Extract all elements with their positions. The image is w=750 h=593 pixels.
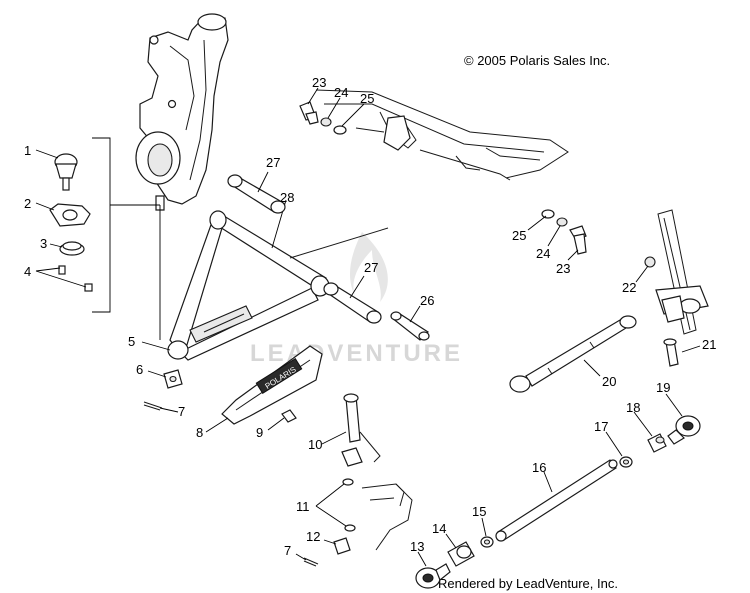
callout-7a: 7 <box>178 404 185 419</box>
callout-21: 21 <box>702 337 716 352</box>
arm-to-frame-line <box>289 227 389 259</box>
callout-25a: 25 <box>360 91 374 106</box>
callout-25b: 25 <box>512 228 526 243</box>
steering-post-bracket <box>644 209 709 335</box>
tie-rod-end-right <box>667 415 701 445</box>
callout-19: 19 <box>656 380 670 395</box>
callout-2: 2 <box>24 196 31 211</box>
callout-15: 15 <box>472 504 486 519</box>
callout-20: 20 <box>602 374 616 389</box>
watermark-text: LEADVENTURE <box>250 340 463 367</box>
callout-5: 5 <box>128 334 135 349</box>
cotter-pin-7a <box>143 401 163 411</box>
rod-end-14 <box>447 541 475 567</box>
bolt-21 <box>663 338 679 367</box>
callout-27a: 27 <box>266 155 280 170</box>
callout-13: 13 <box>410 539 424 554</box>
rendered-by-text: Rendered by LeadVenture, Inc. <box>438 576 618 591</box>
bolt-9 <box>281 409 297 423</box>
steering-arm-bracket <box>361 483 413 551</box>
callout-6: 6 <box>136 362 143 377</box>
callout-14: 14 <box>432 521 446 536</box>
callout-9: 9 <box>256 425 263 440</box>
callout-11: 11 <box>296 499 310 514</box>
callout-24a: 24 <box>334 85 348 100</box>
callout-18: 18 <box>626 400 640 415</box>
callout-8: 8 <box>196 425 203 440</box>
callout-16: 16 <box>532 460 546 475</box>
pivot-bushing-upper <box>227 174 286 214</box>
cotter-pin-7b <box>303 557 319 567</box>
callout-10: 10 <box>308 437 322 452</box>
nut-6 <box>163 369 183 389</box>
callout-3: 3 <box>40 236 47 251</box>
washer-11 <box>342 478 356 532</box>
frame-bolt-upper <box>299 101 347 135</box>
a-arm <box>167 210 330 361</box>
callout-28: 28 <box>280 190 294 205</box>
callout-24b: 24 <box>536 246 550 261</box>
ball-joint-plate <box>49 203 91 227</box>
callout-22: 22 <box>622 280 636 295</box>
callouts: 1 2 3 4 5 6 7 8 9 10 11 12 7 13 14 15 <box>24 75 716 567</box>
callout-26: 26 <box>420 293 434 308</box>
callout-23b: 23 <box>556 261 570 276</box>
ball-joint <box>54 153 78 191</box>
pivot-bushing-lower <box>323 282 382 324</box>
tie-rod <box>509 315 637 393</box>
jam-nut-18 <box>647 433 667 453</box>
spindle-knuckle <box>135 13 229 211</box>
rod-end-13 <box>415 563 451 589</box>
ball-joint-group-bracket <box>92 137 161 340</box>
nut-17 <box>619 456 633 468</box>
bolt-10 <box>343 393 381 463</box>
steering-rod <box>495 459 618 542</box>
frame-bolt-lower <box>541 209 587 255</box>
callout-1: 1 <box>24 143 31 158</box>
nut-12 <box>333 537 351 555</box>
watermark: LEADVENTURE <box>250 232 463 367</box>
ball-joint-nuts <box>58 265 93 292</box>
dust-cap <box>59 241 85 256</box>
callout-23a: 23 <box>312 75 326 90</box>
a-arm-guard: POLARIS <box>221 345 323 425</box>
callout-7b: 7 <box>284 543 291 558</box>
callout-27b: 27 <box>364 260 378 275</box>
copyright-text: © 2005 Polaris Sales Inc. <box>464 53 610 68</box>
callout-4: 4 <box>24 264 31 279</box>
callout-12: 12 <box>306 529 320 544</box>
frame-section <box>315 89 569 181</box>
nut-15 <box>480 536 494 548</box>
pivot-sleeve <box>390 311 430 341</box>
callout-17: 17 <box>594 419 608 434</box>
nut-10 <box>341 447 363 467</box>
